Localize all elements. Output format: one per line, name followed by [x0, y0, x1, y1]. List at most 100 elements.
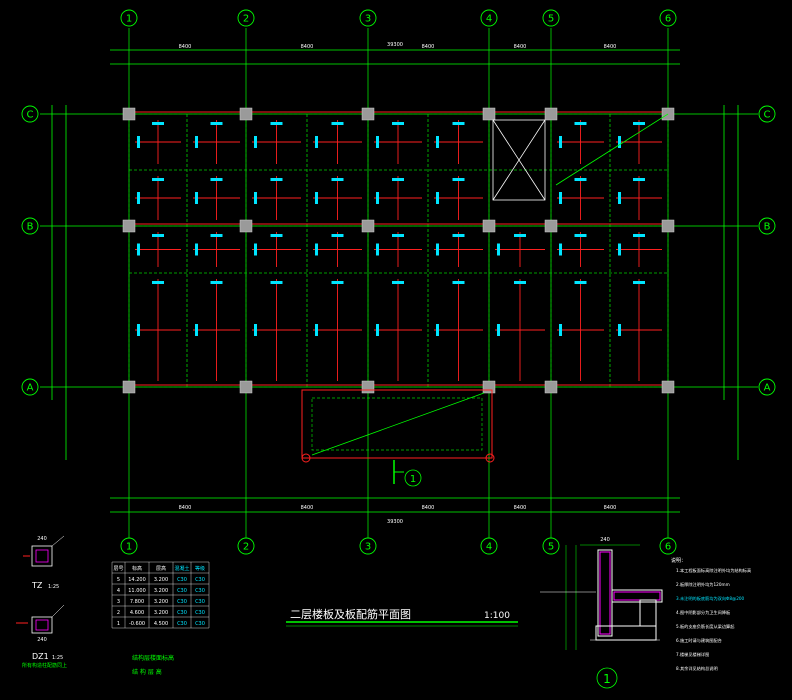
table-cell: -0.600: [129, 621, 145, 627]
column: [361, 380, 375, 394]
table-caption: 结构层楼面标高: [132, 654, 174, 662]
table-cell: C30: [177, 599, 187, 605]
axis-label-right: C: [764, 110, 771, 121]
axis-label-top: 5: [548, 14, 554, 25]
axis-label-bottom: 2: [243, 542, 249, 553]
dz-scale: 1:25: [52, 655, 63, 661]
column: [544, 107, 558, 121]
column: [361, 107, 375, 121]
table-cell: C30: [177, 588, 187, 594]
column: [239, 107, 253, 121]
bottom-span-dim-4: 8400: [514, 505, 527, 511]
column: [482, 219, 496, 233]
axis-bubble: [237, 9, 255, 27]
bottom-span-dim-2: 8400: [301, 505, 314, 511]
axis-label-top: 6: [665, 14, 671, 25]
top-span-dim-4: 8400: [514, 44, 527, 50]
table-cell: C30: [195, 621, 205, 627]
axis-bubble: [542, 9, 560, 27]
wall-section-detail: 240 1: [540, 537, 663, 689]
axis-bubble: [21, 217, 39, 235]
table-cell: 4.600: [130, 610, 144, 616]
notes-line: 1.本工程板面标高除注明外均为结构标高: [676, 567, 751, 574]
notes-line: 8.其余详见结构总说明: [676, 665, 718, 672]
column: [122, 107, 136, 121]
diagonal-leaders: [311, 113, 669, 456]
dz-label: DZ1: [32, 652, 49, 661]
top-span-dim-1: 8400: [179, 44, 192, 50]
drawing-title: 二层楼板及板配筋平面图 1:100: [286, 607, 518, 627]
axis-bubble: [21, 378, 39, 396]
tz-scale: 1:25: [48, 584, 59, 590]
dz-detail: 240 DZ1 1:25 所有构造柱配筋同上: [16, 604, 67, 669]
dz-note: 所有构造柱配筋同上: [22, 662, 67, 669]
axis-bubble: [758, 105, 776, 123]
table-header-cell: 层高: [156, 565, 166, 572]
notes-line: 3.未注明的板底筋均为双向Φ8@200: [676, 595, 745, 602]
axis-bubble: [659, 537, 677, 555]
axis-bubble: [21, 105, 39, 123]
columns: [122, 107, 675, 394]
axis-bubble: [542, 537, 560, 555]
table-cell: C30: [177, 577, 187, 583]
axis-label-left: A: [27, 383, 34, 394]
axis-bubble: [659, 9, 677, 27]
bottom-span-dim-1: 8400: [179, 505, 192, 511]
axis-label-bottom: 1: [126, 542, 132, 553]
table-cell: C30: [195, 599, 205, 605]
axis-bubble: [480, 537, 498, 555]
tz-detail: 240 TZ 1:25: [23, 535, 65, 590]
section-marker: 1: [393, 460, 422, 487]
axis-label-bottom: 3: [365, 542, 371, 553]
axis-bubble: [758, 378, 776, 396]
table-cell: 11.000: [128, 588, 146, 594]
bottom-projection: [301, 389, 495, 463]
column: [122, 380, 136, 394]
bottom-span-dim-5: 8400: [604, 505, 617, 511]
table-header-cell: 标高: [132, 565, 142, 572]
table-cell: C30: [195, 588, 205, 594]
table-cell: C30: [195, 577, 205, 583]
table-header-cell: 层号: [113, 566, 123, 572]
rebar-labels: [137, 122, 645, 336]
design-notes: 说明：1.本工程板面标高除注明外均为结构标高2.板厚除注明外均为120mm3.未…: [671, 557, 751, 672]
axis-label-bottom: 4: [486, 542, 492, 553]
axis-label-top: 1: [126, 14, 132, 25]
axis-label-top: 2: [243, 14, 249, 25]
axis-bubble: [480, 9, 498, 27]
table-cell: 5: [117, 577, 120, 583]
table-cell: 2: [117, 610, 120, 616]
column: [361, 219, 375, 233]
table-cell: 3.200: [154, 588, 168, 594]
table-cell: 3: [117, 599, 120, 605]
title-text: 二层楼板及板配筋平面图: [290, 607, 411, 621]
column: [482, 107, 496, 121]
axis-label-right: A: [764, 383, 771, 394]
notes-line: 6.施工时请与建筑图配合: [676, 637, 723, 644]
tz-label: TZ: [31, 581, 43, 590]
beam-lines: [128, 113, 669, 388]
column: [239, 219, 253, 233]
column: [661, 219, 675, 233]
dimension-lines: [51, 49, 739, 513]
table-cell: 7.800: [130, 599, 144, 605]
dimension-texts: 39300 39300 8400 8400 8400 8400 8400 840…: [179, 42, 617, 525]
column: [544, 380, 558, 394]
column: [482, 380, 496, 394]
top-span-dim-3: 8400: [422, 44, 435, 50]
axis-label-left: B: [27, 222, 34, 233]
axis-bubble: [120, 537, 138, 555]
axis-label-top: 3: [365, 14, 371, 25]
top-span-dim-5: 8400: [604, 44, 617, 50]
axis-bubble: [359, 537, 377, 555]
column: [122, 219, 136, 233]
axis-bubble: [359, 9, 377, 27]
top-span-dim-2: 8400: [301, 44, 314, 50]
axis-bubble: [758, 217, 776, 235]
axis-bubble: [237, 537, 255, 555]
notes-heading: 说明：: [671, 557, 686, 564]
notes-line: 5.板的支座负筋长度从梁边算起: [676, 623, 735, 630]
table-caption-2: 结 构 层 高: [132, 668, 162, 676]
table-header-cell: 等级: [195, 565, 205, 572]
